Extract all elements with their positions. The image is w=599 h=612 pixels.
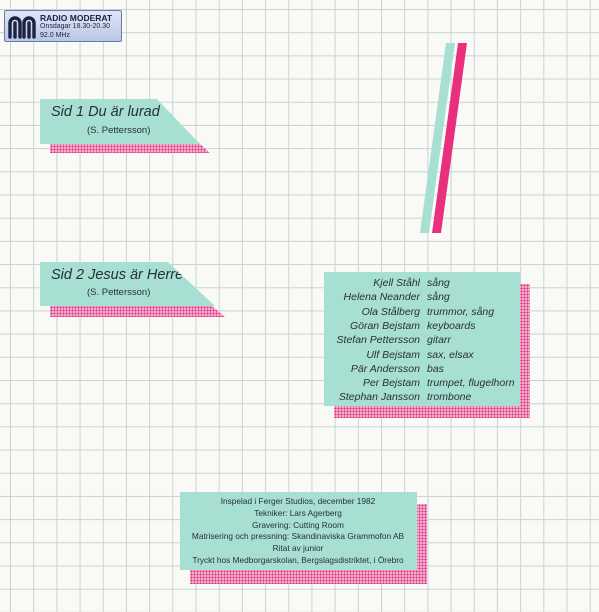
credit-row: Pär Andersson bas <box>324 363 524 378</box>
production-line: Tryckt hos Medborgarskolan, Bergslagsdis… <box>192 555 404 565</box>
station-schedule: Onsdagar 18.30-20.30 <box>40 23 111 30</box>
side1-title: Sid 1 Du är lurad <box>51 104 160 120</box>
credit-name: Ola Stålberg <box>361 305 420 318</box>
credit-name: Pär Andersson <box>350 362 420 375</box>
credit-role: trumpet, flugelhorn <box>427 377 515 390</box>
credit-role: gitarr <box>427 334 451 347</box>
production-line: Gravering: Cutting Room <box>252 519 344 530</box>
credit-row: Göran Bejstam keyboards <box>324 320 524 335</box>
station-frequency: 92.0 MHz <box>40 32 70 39</box>
credit-name: Göran Bejstam <box>349 319 420 332</box>
production-line: Tekniker: Lars Agerberg <box>254 507 342 518</box>
credit-name: Kjell Ståhl <box>373 277 420 289</box>
credit-role: trummor, sång <box>427 305 495 318</box>
credit-row: Stefan Pettersson gitarr <box>324 334 524 349</box>
credit-row: Helena Neander sång <box>324 291 524 306</box>
credit-role: sång <box>427 277 450 289</box>
credit-row: Ola Stålberg trummor, sång <box>324 306 524 321</box>
side2-title: Sid 2 Jesus är Herre <box>51 267 184 283</box>
credit-name: Helena Neander <box>343 291 420 304</box>
credit-role: sax, elsax <box>427 348 474 361</box>
credit-row: Stephan Jansson trombone <box>324 391 524 406</box>
credit-role: trombone <box>427 391 472 404</box>
credit-name: Ulf Bejstam <box>366 348 420 361</box>
credit-role: sång <box>427 291 450 304</box>
station-name: RADIO MODERAT <box>40 13 113 23</box>
production-line: Ritat av junior <box>272 543 324 554</box>
credit-row: Ulf Bejstam sax, elsax <box>324 349 524 364</box>
credit-row: Kjell Ståhl sång <box>324 277 524 292</box>
production-box: Inspelad i Ferger Studios, december 1982… <box>180 492 417 570</box>
magenta-stripe <box>432 43 467 233</box>
credit-name: Per Bejstam <box>362 377 420 390</box>
side2-composer: (S. Pettersson) <box>87 287 151 298</box>
production-line: Matrisering och pressning: Skandinaviska… <box>191 531 405 542</box>
credit-role: bas <box>427 362 444 375</box>
credit-name: Stefan Pettersson <box>336 334 420 347</box>
credit-role: keyboards <box>427 319 476 332</box>
teal-stripe <box>420 43 455 233</box>
credit-name: Stephan Jansson <box>338 391 420 404</box>
radio-sticker: RADIO MODERAT Onsdagar 18.30-20.30 92.0 … <box>4 10 122 42</box>
side1-composer: (S. Pettersson) <box>87 125 151 136</box>
mm-logo-icon <box>8 16 36 39</box>
production-line: Inspelad i Ferger Studios, december 1982 <box>220 496 376 506</box>
credit-row: Per Bejstam trumpet, flugelhorn <box>324 377 524 392</box>
